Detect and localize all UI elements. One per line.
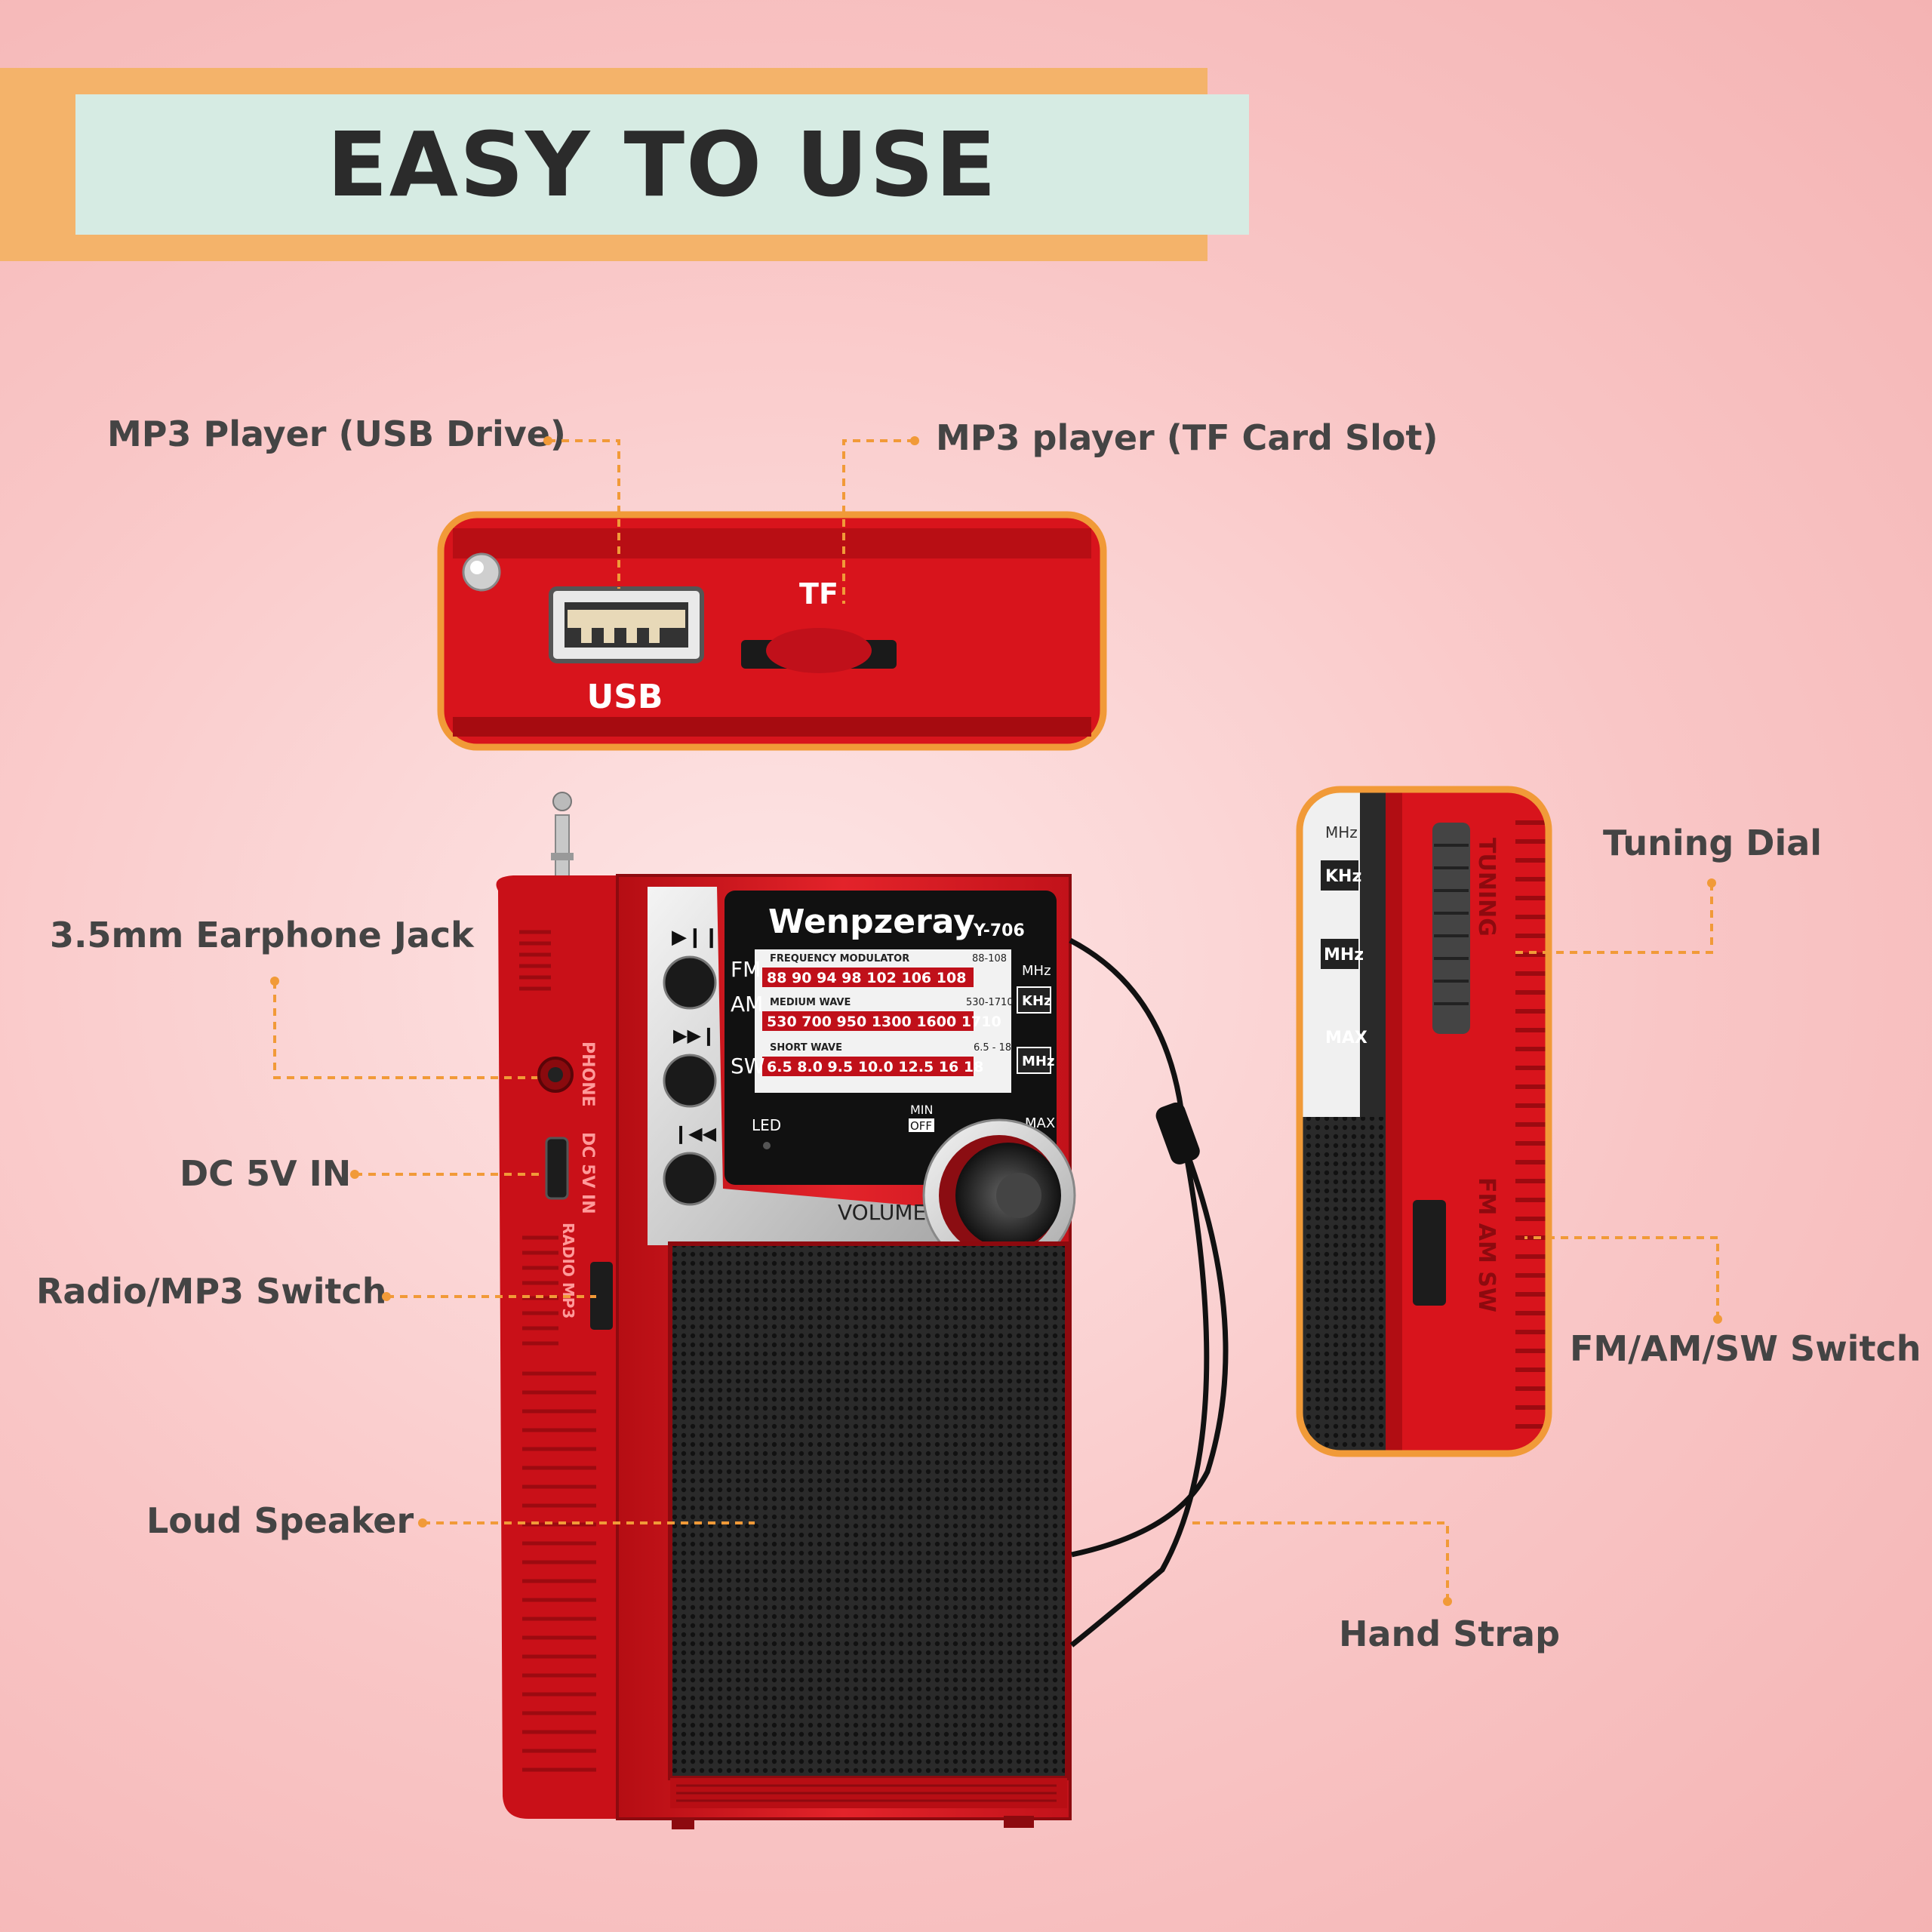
band-switch-icon[interactable] <box>1413 1200 1446 1306</box>
label-radio-mp3-switch: Radio/MP3 Switch <box>36 1271 387 1312</box>
side-tuning-text: TUNING <box>1473 838 1500 937</box>
speaker-grille <box>668 1241 1069 1780</box>
previous-button[interactable] <box>663 1152 717 1206</box>
sw-range: 6.5 - 18 <box>974 1042 1011 1054</box>
callout-lines <box>273 439 1719 1601</box>
callout-dots <box>270 436 1722 1606</box>
banner-title: EASY TO USE <box>327 112 998 217</box>
am-scale: 530 700 950 1300 1600 1710 <box>767 1014 1001 1030</box>
sw-scale: 6.5 8.0 9.5 10.0 12.5 16 18 <box>767 1059 983 1075</box>
brand-name: Wenpzeray <box>768 903 975 941</box>
fm-title: FREQUENCY MODULATOR <box>770 953 909 964</box>
label-loud-speaker: Loud Speaker <box>146 1500 414 1541</box>
fm-range: 88-108 <box>972 953 1007 964</box>
led-label: LED <box>752 1116 781 1134</box>
previous-icon: ❙◀◀ <box>673 1123 717 1144</box>
top-panel-frame <box>437 511 1107 751</box>
sw-title: SHORT WAVE <box>770 1042 842 1054</box>
top-panel: USB TF <box>437 511 1107 751</box>
side-mhz-top: MHz <box>1325 823 1358 841</box>
unit-fm: MHz <box>1022 963 1051 979</box>
usb-label: USB <box>587 678 663 716</box>
unit-am: KHz <box>1022 993 1052 1009</box>
hand-strap <box>1069 937 1229 1647</box>
dc-port-icon <box>545 1137 569 1200</box>
side-switch-text: RADIO MP3 <box>559 1223 577 1318</box>
side-jack-text: PHONE <box>578 1041 597 1107</box>
label-dc-in: DC 5V IN <box>180 1153 352 1194</box>
side-bands-text: FM AM SW <box>1473 1177 1500 1312</box>
silver-trim <box>648 887 943 1245</box>
band-sw: SW <box>731 1054 764 1078</box>
side-panel: MHz KHz MHz MAX TUNING FM AM SW <box>1296 786 1552 1457</box>
side-dc-text: DC 5V IN <box>578 1132 597 1214</box>
side-mhz: MHz <box>1324 946 1364 964</box>
side-khz: KHz <box>1325 867 1361 886</box>
radio: PHONE DC 5V IN RADIO MP3 Wenpzeray Y-706… <box>496 792 1076 1829</box>
am-title: MEDIUM WAVE <box>770 997 851 1008</box>
band-fm: FM <box>731 957 761 982</box>
band-am: AM <box>731 992 763 1017</box>
off-label: OFF <box>910 1119 932 1133</box>
play-pause-button[interactable] <box>663 955 717 1010</box>
side-panel-frame <box>1296 786 1552 1457</box>
banner: EASY TO USE <box>75 94 1249 235</box>
label-usb-drive: MP3 Player (USB Drive) <box>107 414 566 454</box>
unit-sw: MHz <box>1022 1054 1054 1069</box>
next-button[interactable] <box>663 1054 717 1108</box>
radio-mp3-switch-icon <box>590 1262 613 1330</box>
fm-scale: 88 90 94 98 102 106 108 <box>767 970 966 986</box>
led-icon <box>763 1142 771 1149</box>
label-earphone-jack: 3.5mm Earphone Jack <box>50 915 474 955</box>
volume-label: VOLUME <box>838 1200 926 1225</box>
next-icon: ▶▶❙ <box>673 1025 716 1046</box>
play-pause-icon: ▶❙❙ <box>672 926 720 949</box>
label-band-switch: FM/AM/SW Switch <box>1570 1328 1921 1369</box>
label-hand-strap: Hand Strap <box>1339 1614 1561 1654</box>
min-label: MIN <box>910 1103 934 1117</box>
model-name: Y-706 <box>973 921 1025 940</box>
am-range: 530-1710 <box>966 997 1014 1008</box>
label-tuning-dial: Tuning Dial <box>1603 823 1823 863</box>
tf-label: TF <box>799 577 838 611</box>
side-max: MAX <box>1325 1029 1367 1048</box>
label-tf-card: MP3 player (TF Card Slot) <box>936 417 1438 458</box>
